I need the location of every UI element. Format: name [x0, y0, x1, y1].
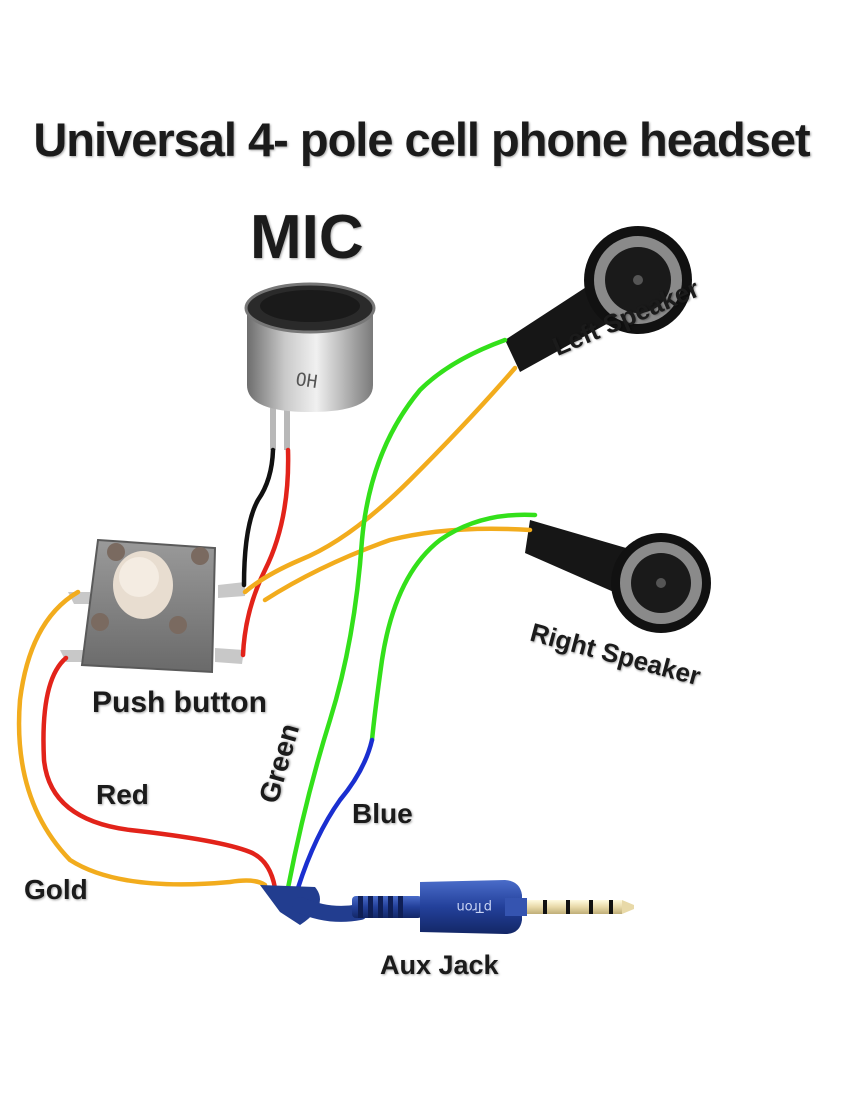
- wires: [16, 337, 538, 891]
- mic-label: MIC: [250, 203, 364, 272]
- aux-jack-body: [420, 880, 522, 934]
- blue-wire-to-jack: [295, 737, 375, 891]
- left-speaker: [505, 226, 692, 372]
- aux-jack-plug: [527, 900, 622, 914]
- jack-brand-text: pTron: [456, 899, 492, 914]
- push-button-switch: [60, 538, 245, 674]
- gold-wire-to-jack: [16, 589, 268, 888]
- red-wire-label: Red: [96, 779, 149, 810]
- blue-wire-label: Blue: [352, 798, 413, 829]
- gold-wire-right-speaker: [262, 526, 533, 603]
- gold-wire-left-speaker: [242, 365, 518, 595]
- push-button-label: Push button: [92, 686, 267, 719]
- aux-jack-label: Aux Jack: [380, 950, 499, 980]
- aux-jack: pTron: [260, 880, 634, 934]
- microphone: OH: [244, 282, 376, 450]
- right-speaker: [525, 520, 711, 633]
- mic-lead-left: [270, 408, 276, 450]
- mic-lead-right: [284, 408, 290, 450]
- green-wire-right-speaker: [369, 512, 538, 743]
- mic-body: [247, 310, 373, 412]
- mic-black-wire: [241, 447, 276, 588]
- red-wire-to-jack: [41, 655, 278, 891]
- svg-text:OH: OH: [294, 369, 318, 393]
- diagram-title: Universal 4- pole cell phone headset: [33, 113, 810, 166]
- mic-red-wire: [240, 447, 291, 658]
- green-wire-left-speaker: [285, 337, 508, 891]
- gold-wire-label: Gold: [24, 874, 88, 905]
